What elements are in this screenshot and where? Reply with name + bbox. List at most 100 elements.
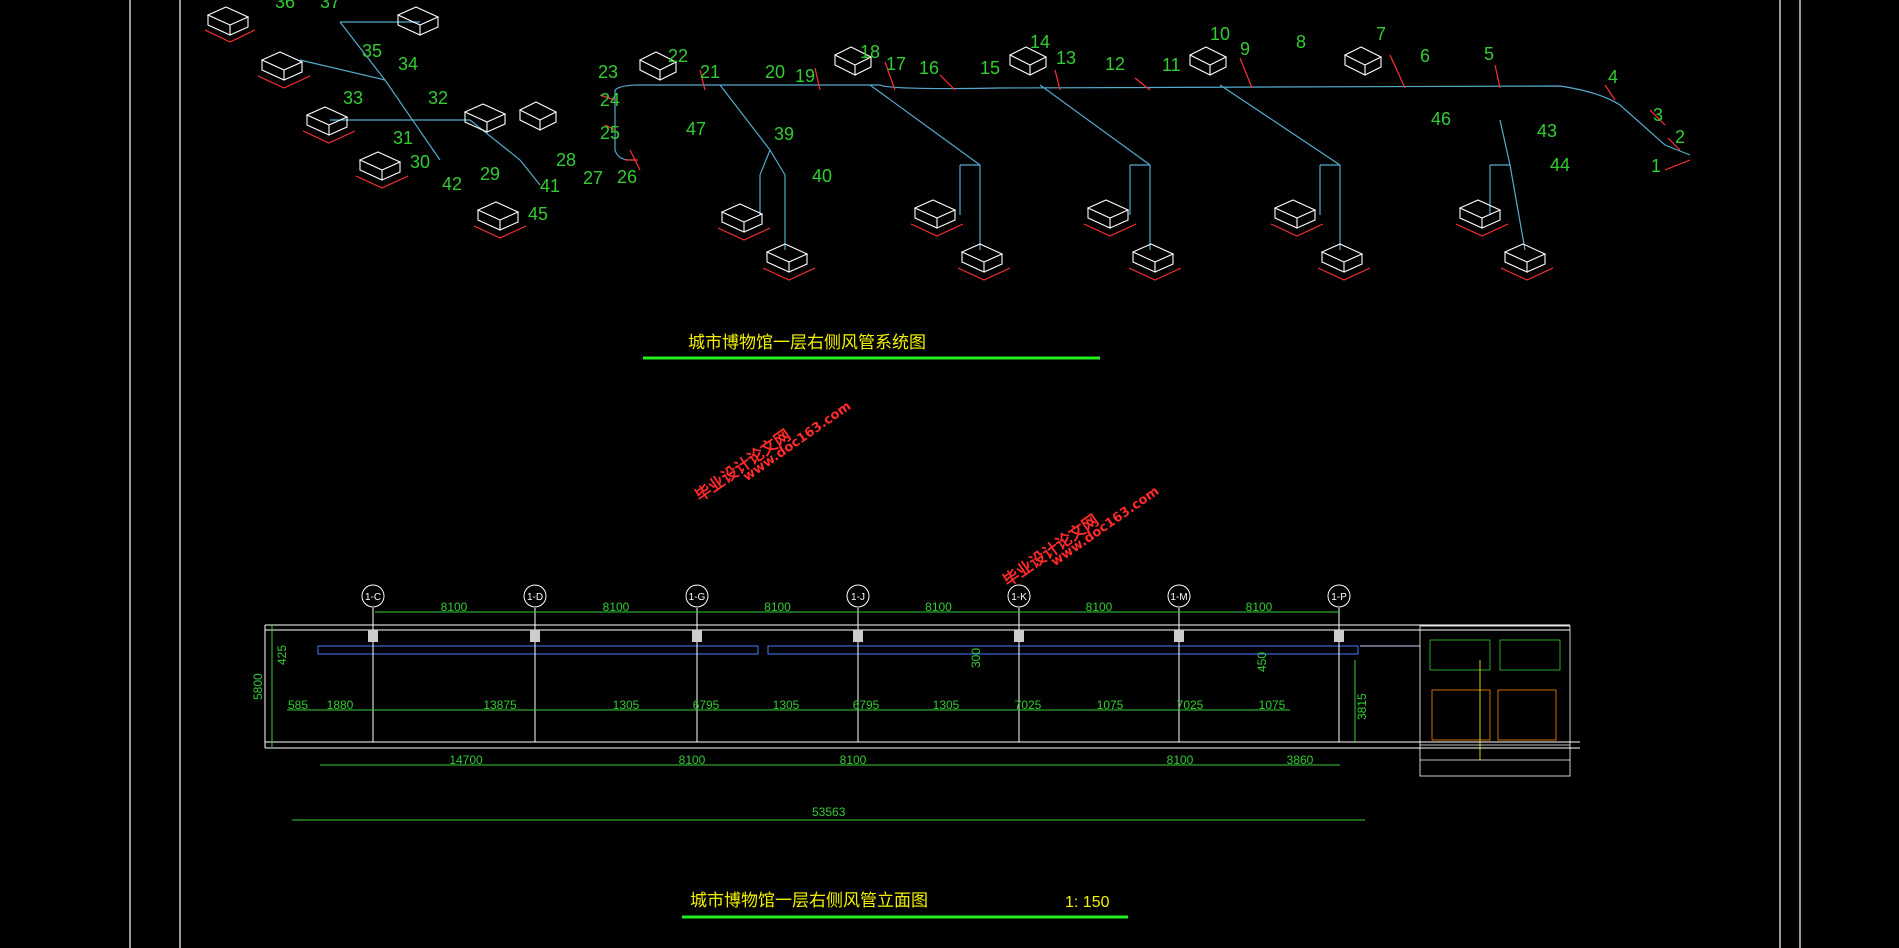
- dim-vertical-3815: 3815: [1355, 693, 1369, 720]
- diffuser-box: [1343, 46, 1383, 76]
- dim-middle: 1305: [773, 698, 800, 712]
- diffuser-box: [1128, 243, 1182, 281]
- duct-node-label: 47: [686, 119, 706, 139]
- dim-lower: 8100: [840, 753, 867, 767]
- dim-middle: 13875: [483, 698, 517, 712]
- diffuser-box: [1083, 199, 1137, 237]
- grid-axis-bubble: [361, 584, 385, 608]
- duct-node-label: 5: [1484, 44, 1494, 64]
- grid-axis-bubble: [685, 584, 709, 608]
- dim-top: 8100: [925, 600, 952, 614]
- dim-vertical-300: 300: [969, 648, 983, 668]
- diffuser-box: [1455, 199, 1509, 237]
- duct-node-label: 12: [1105, 54, 1125, 74]
- dim-top: 8100: [764, 600, 791, 614]
- duct-node-label: 45: [528, 204, 548, 224]
- diffuser-box: [1270, 199, 1324, 237]
- duct-node-label: 18: [860, 42, 880, 62]
- equipment-detail: [1419, 625, 1571, 777]
- vertical-dimensions: 5800 425 3815 450 300: [251, 625, 1369, 748]
- duct-node-label: 36: [275, 0, 295, 12]
- top-dimension-row: 8100 8100 8100 8100 8100 8100: [375, 600, 1340, 614]
- dim-middle: 1075: [1097, 698, 1124, 712]
- column-capital: [1014, 630, 1024, 642]
- watermark-2: 毕业设计论文网 www.doc163.com: [999, 484, 1162, 590]
- dim-lower: 8100: [679, 753, 706, 767]
- diffuser-box: [833, 46, 873, 76]
- dim-middle: 1075: [1259, 698, 1286, 712]
- diffuser-box: [1008, 46, 1048, 76]
- duct-node-label: 33: [343, 88, 363, 108]
- duct-node-label: 13: [1056, 48, 1076, 68]
- duct-node-label: 4: [1608, 67, 1618, 87]
- grid-axis-label: 1-M: [1170, 592, 1187, 603]
- dim-vertical-5800: 5800: [251, 673, 265, 700]
- grid-axis-bubble: [1007, 584, 1031, 608]
- dim-top: 8100: [441, 600, 468, 614]
- grid-axis-label: 1-C: [365, 592, 381, 603]
- dim-middle: 1305: [613, 698, 640, 712]
- dim-middle: 1305: [933, 698, 960, 712]
- grid-axis-label: 1-D: [527, 592, 543, 603]
- dim-lower: 14700: [449, 753, 483, 767]
- dim-middle: 1880: [327, 698, 354, 712]
- elevation-title: 城市博物馆一层右侧风管立面图: [690, 891, 928, 911]
- dim-middle: 7025: [1177, 698, 1204, 712]
- column-capital: [530, 630, 540, 642]
- grid-axis-bubble: [1167, 584, 1191, 608]
- dim-top: 8100: [1086, 600, 1113, 614]
- duct-node-label: 24: [600, 90, 620, 110]
- watermark-cn-1: 毕业设计论文网: [691, 425, 794, 505]
- diffuser-box: [302, 106, 356, 144]
- diffuser-box: [717, 203, 771, 241]
- duct-node-label: 25: [600, 123, 620, 143]
- dim-top: 8100: [1246, 600, 1273, 614]
- duct-node-label: 20: [765, 62, 785, 82]
- diffuser-box: [355, 151, 409, 189]
- grid-axis-label: 1-J: [851, 592, 865, 603]
- column-capital: [692, 630, 702, 642]
- dim-middle: 6795: [853, 698, 880, 712]
- diffuser-box: [257, 51, 311, 89]
- dim-middle: 585: [288, 698, 308, 712]
- air-diffuser-boxes: [204, 6, 1554, 281]
- dim-vertical-450: 450: [1255, 652, 1269, 672]
- grid-axis-bubble: [846, 584, 870, 608]
- duct-node-label: 46: [1431, 109, 1451, 129]
- dim-top: 8100: [603, 600, 630, 614]
- grid-axis-bubble: [1327, 584, 1351, 608]
- duct-node-label: 39: [774, 124, 794, 144]
- dim-middle: 7025: [1015, 698, 1042, 712]
- duct-node-label: 9: [1240, 39, 1250, 59]
- column-capital: [1334, 630, 1344, 642]
- duct-node-label: 22: [668, 46, 688, 66]
- diffuser-box: [473, 201, 527, 239]
- duct-node-label: 32: [428, 88, 448, 108]
- duct-node-label: 8: [1296, 32, 1306, 52]
- duct-node-label: 27: [583, 168, 603, 188]
- dim-vertical-425: 425: [275, 645, 289, 665]
- main-duct-line: [299, 21, 1691, 251]
- watermark-1: 毕业设计论文网 www.doc163.com: [691, 399, 854, 505]
- duct-node-label: 7: [1376, 24, 1386, 44]
- grid-axis-label: 1-P: [1331, 592, 1347, 603]
- column-capital: [1174, 630, 1184, 642]
- elevation-scale: 1: 150: [1065, 894, 1110, 911]
- leader-ticks: [599, 54, 1691, 171]
- duct-node-label: 10: [1210, 24, 1230, 44]
- grid-axis-label: 1-K: [1011, 592, 1027, 603]
- diffuser-box: [1317, 243, 1371, 281]
- dim-lower: 8100: [1167, 753, 1194, 767]
- diffuser-box: [204, 6, 256, 43]
- duct-node-label: 1: [1651, 156, 1661, 176]
- duct-node-label: 2: [1675, 127, 1685, 147]
- dim-total: 53563: [812, 805, 846, 819]
- drawing-frame: [129, 0, 1801, 948]
- duct-node-label: 37: [320, 0, 340, 12]
